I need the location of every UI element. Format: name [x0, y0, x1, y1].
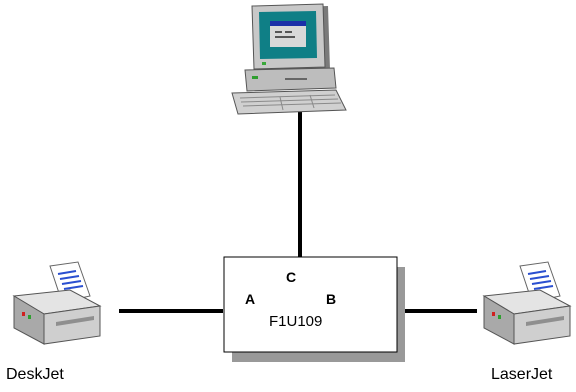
laserjet-printer-icon — [482, 261, 572, 345]
port-c-label: C — [286, 269, 297, 285]
computer-icon — [231, 3, 347, 115]
laserjet-label: LaserJet — [491, 366, 553, 383]
switch-model-label: F1U109 — [269, 313, 323, 330]
switch-box — [223, 256, 405, 362]
port-a-label: A — [245, 291, 256, 307]
deskjet-label: DeskJet — [6, 366, 64, 383]
port-b-label: B — [326, 291, 337, 307]
deskjet-printer-icon — [12, 261, 102, 345]
